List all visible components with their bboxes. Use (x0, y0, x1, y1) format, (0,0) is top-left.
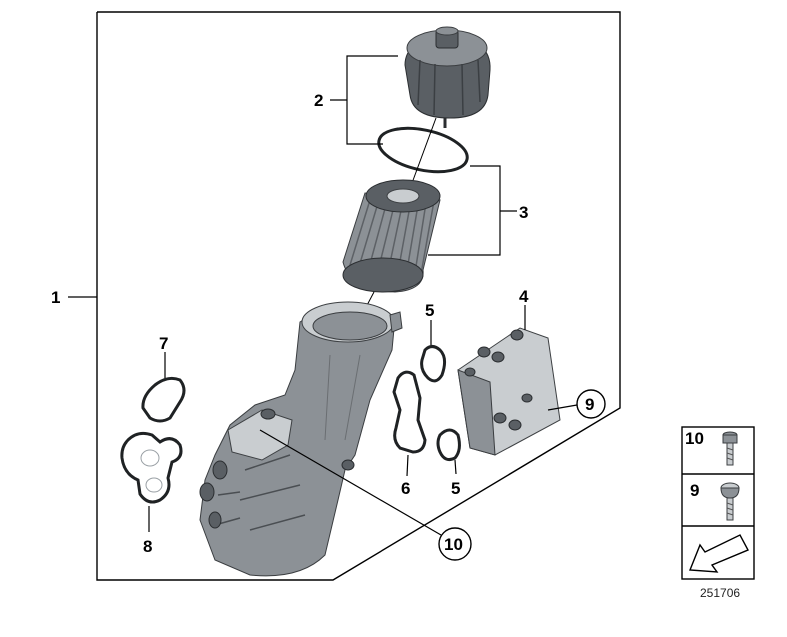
callout-5a: 5 (425, 301, 434, 320)
arrow-icon (688, 534, 749, 573)
callout-9-leader (547, 404, 578, 411)
filter-element (342, 179, 441, 293)
callout-10-circle (438, 527, 472, 561)
bolt-10-icon (722, 431, 738, 466)
fastener-legend: 10 9 (681, 426, 755, 580)
oil-filter-housing (199, 301, 403, 577)
callout-9: 9 (585, 395, 594, 414)
callout-2: 2 (314, 91, 323, 110)
callout-7: 7 (159, 334, 168, 353)
callout-6: 6 (401, 479, 410, 498)
callout-3: 3 (519, 203, 528, 222)
assembly-frame (96, 11, 621, 581)
oil-cooler (457, 327, 561, 456)
callout-8: 8 (143, 537, 152, 556)
gasket-7 (141, 376, 186, 423)
cap-o-ring (377, 126, 469, 174)
oil-filter-cap (404, 26, 491, 128)
gasket-5-lower (436, 428, 461, 461)
callout-10: 10 (444, 535, 463, 554)
callout-9-circle (576, 389, 606, 419)
callout-4: 4 (519, 287, 529, 306)
callout-6-leader (406, 454, 409, 477)
callout-3-bracket (428, 165, 501, 256)
callout-10-leader (259, 429, 442, 536)
gasket-5-upper (420, 345, 447, 383)
diagram-id-label: 251706 (700, 586, 740, 600)
legend-row2-number: 9 (690, 481, 699, 500)
gasket-6 (392, 370, 427, 454)
legend-row1-number: 10 (685, 429, 704, 448)
callout-1: 1 (51, 288, 60, 307)
bolt-9-icon (720, 482, 740, 521)
gasket-8 (120, 431, 183, 504)
callout-5b-leader (454, 459, 457, 475)
callout-5b: 5 (451, 479, 460, 498)
